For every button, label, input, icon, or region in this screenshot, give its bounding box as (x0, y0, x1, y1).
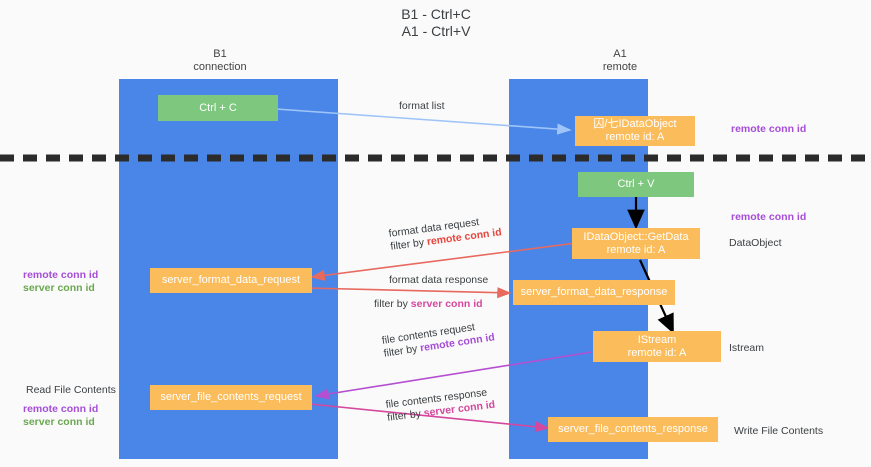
node-ctrl-v[interactable]: Ctrl + V (578, 172, 694, 197)
title-line-1: B1 - Ctrl+C (401, 6, 471, 22)
lane-header-b1-sub: connection (193, 61, 247, 73)
key-server-conn-id: server conn id (410, 298, 483, 310)
edge-label-file-contents-response: file contents response filter by server … (385, 386, 496, 425)
node-ctrl-c-label: Ctrl + C (199, 101, 237, 114)
node-server-format-data-response[interactable]: server_format_data_response (513, 280, 675, 305)
lane-header-b1: B1 connection (150, 48, 290, 74)
side-label-left-server-conn-2: server conn id (23, 416, 95, 428)
side-label-left-remote-conn: remote conn id (23, 269, 99, 281)
node-idataobject[interactable]: 囚/七IDataObject remote id: A (575, 116, 695, 146)
edge-label-format-data-response-filter: filter by server conn id (374, 298, 483, 310)
node-idataobject-line2: remote id: A (605, 131, 665, 143)
node-ctrl-v-label: Ctrl + V (617, 178, 655, 190)
node-file-request-label: server_file_contents_request (160, 391, 302, 403)
lane-header-a1-name: A1 (613, 48, 627, 60)
node-getdata-line1: IDataObject::GetData (583, 230, 689, 243)
edge-label-format-list: format list (399, 100, 445, 112)
node-idataobject-line1: 囚/七IDataObject (593, 118, 677, 130)
lane-header-b1-name: B1 (213, 48, 227, 60)
edge-label-format-data-response: format data response (389, 274, 488, 287)
title-line-2: A1 - Ctrl+V (401, 23, 471, 39)
side-label-right-remote-conn-mid: remote conn id (731, 211, 807, 223)
side-label-left-remote-conn-2: remote conn id (23, 403, 99, 415)
side-label-left-read-file-contents: Read File Contents (26, 384, 116, 396)
lane-header-a1: A1 remote (550, 48, 690, 74)
node-server-format-data-request[interactable]: server_format_data_request (150, 268, 312, 293)
node-istream[interactable]: IStream remote id: A (593, 331, 721, 362)
side-label-right-istream: Istream (729, 342, 765, 354)
node-idataobject-getdata[interactable]: IDataObject::GetData remote id: A (572, 228, 700, 259)
side-label-right-data-object: DataObject (729, 237, 782, 249)
side-label-right-write-file-contents: Write File Contents (734, 425, 824, 437)
edge-label-format-data-response-line1: format data response (389, 274, 489, 286)
side-label-left-server-conn: server conn id (23, 282, 95, 294)
node-ctrl-c[interactable]: Ctrl + C (158, 95, 278, 121)
node-istream-line2: remote id: A (627, 346, 687, 359)
node-file-response-label: server_file_contents_response (558, 423, 708, 435)
node-server-file-contents-request[interactable]: server_file_contents_request (150, 385, 312, 410)
side-label-right-remote-conn-top: remote conn id (731, 123, 807, 135)
node-fmt-response-label: server_format_data_response (520, 286, 668, 298)
node-getdata-line2: remote id: A (606, 243, 666, 256)
page-title: B1 - Ctrl+C A1 - Ctrl+V (336, 6, 536, 40)
edge-label-format-data-request: format data request filter by remote con… (388, 213, 502, 253)
edge-label-file-contents-request: file contents request filter by remote c… (381, 318, 496, 360)
node-istream-line1: IStream (637, 333, 677, 346)
node-server-file-contents-response[interactable]: server_file_contents_response (548, 417, 718, 442)
node-fmt-request-label: server_format_data_request (161, 274, 301, 286)
lane-header-a1-sub: remote (602, 61, 638, 73)
